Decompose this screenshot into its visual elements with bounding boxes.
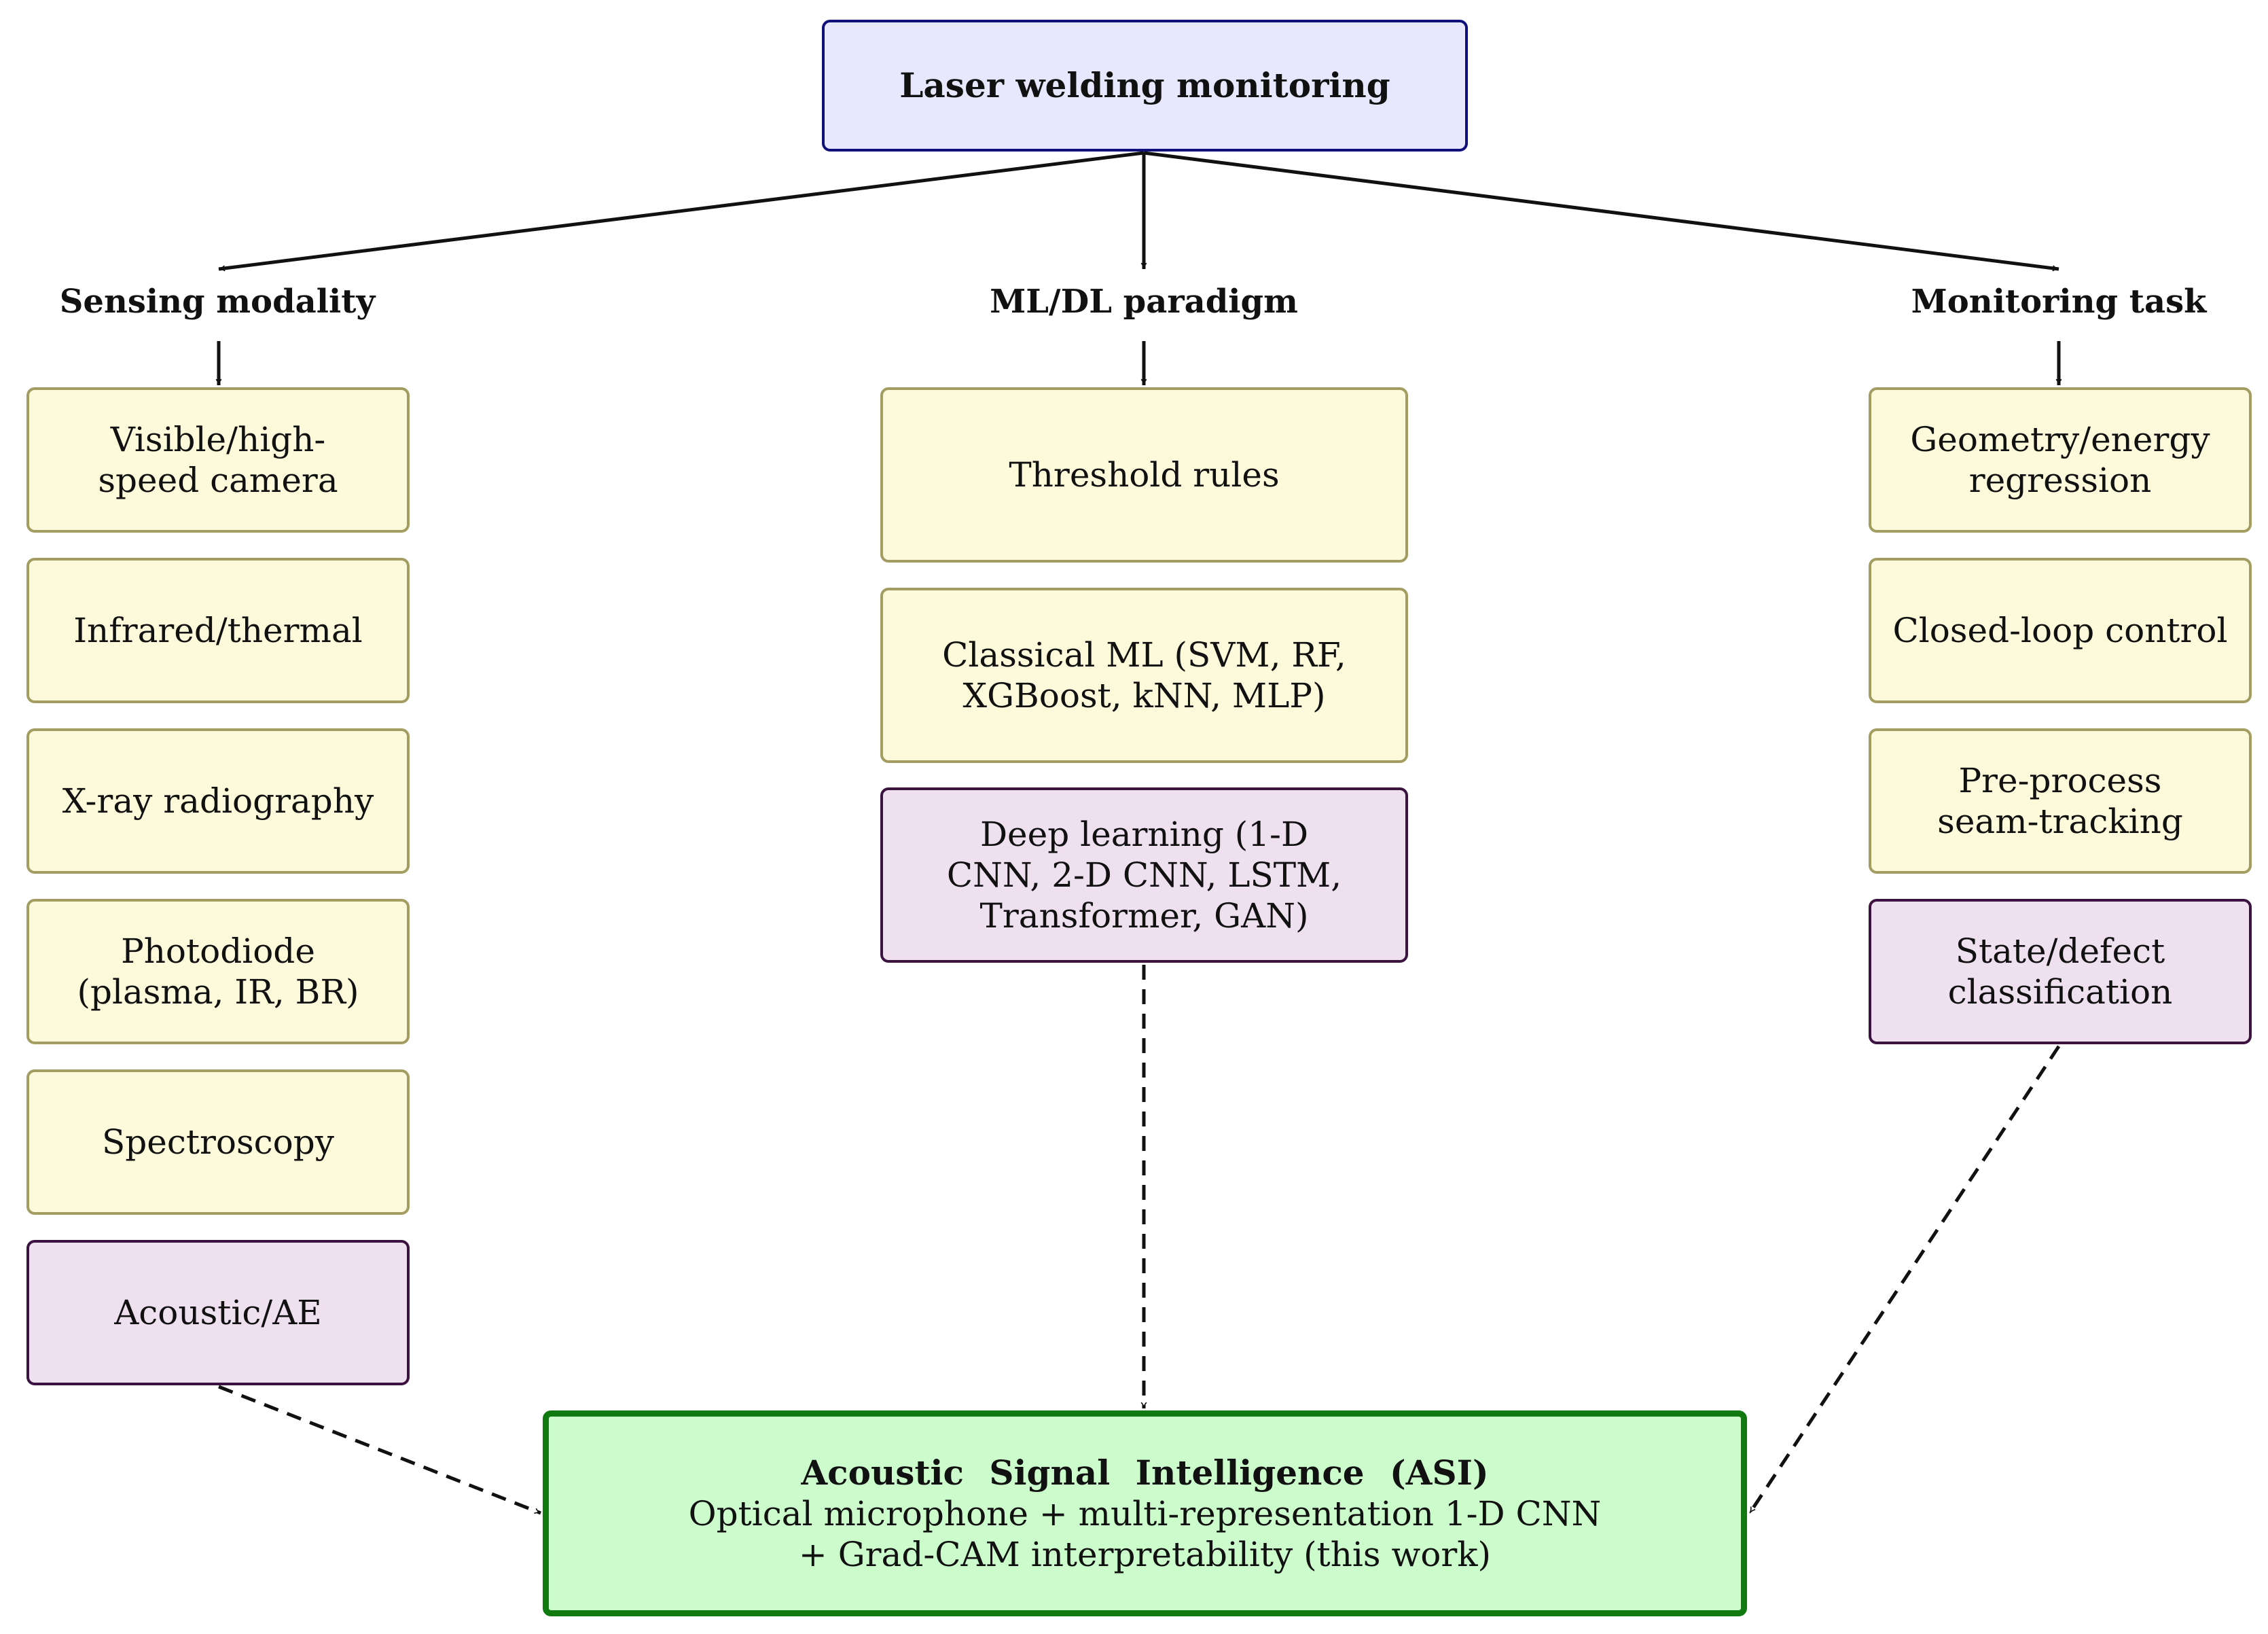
node-label: Spectroscopy — [102, 1122, 334, 1162]
node-label: Infrared/thermal — [73, 611, 363, 650]
paradigm-item-classical-ml: Classical ML (SVM, RF, XGBoost, kNN, MLP… — [880, 588, 1408, 763]
sensing-item-acoustic: Acoustic/AE — [26, 1240, 410, 1385]
paradigm-item-deep-learning: Deep learning (1-D CNN, 2-D CNN, LSTM, T… — [880, 787, 1408, 963]
node-label: Threshold rules — [1009, 455, 1280, 495]
edge-classification-to-asi — [1748, 1045, 2061, 1514]
asi-line-2: Optical microphone + multi-representatio… — [688, 1493, 1602, 1533]
edge-root-to-task — [1143, 151, 2059, 272]
edge-root-to-sensing — [218, 151, 1145, 272]
node-label: Geometry/energy regression — [1910, 420, 2210, 500]
root-label: Laser welding monitoring — [899, 65, 1390, 105]
task-item-regression: Geometry/energy regression — [1869, 387, 2252, 533]
asi-line-3: + Grad-CAM interpretability (this work) — [798, 1534, 1492, 1574]
task-item-classification: State/defect classification — [1869, 899, 2252, 1044]
sensing-item-photodiode: Photodiode (plasma, IR, BR) — [26, 899, 410, 1044]
column-header-sensing: Sensing modality — [59, 283, 376, 321]
edge-acoustic-to-asi — [218, 1385, 541, 1515]
node-label: Classical ML (SVM, RF, XGBoost, kNN, MLP… — [942, 635, 1346, 715]
node-label: X-ray radiography — [62, 781, 374, 821]
node-label: Acoustic/AE — [114, 1293, 322, 1332]
sensing-item-infrared: Infrared/thermal — [26, 558, 410, 703]
sensing-item-spectroscopy: Spectroscopy — [26, 1069, 410, 1215]
node-label: Photodiode (plasma, IR, BR) — [77, 931, 359, 1012]
sensing-item-xray: X-ray radiography — [26, 728, 410, 874]
node-label: State/defect classification — [1947, 931, 2173, 1012]
column-header-paradigm: ML/DL paradigm — [990, 283, 1298, 321]
node-label: Deep learning (1-D CNN, 2-D CNN, LSTM, T… — [946, 815, 1342, 936]
node-label: Closed-loop control — [1892, 611, 2228, 650]
asi-result-node: Acoustic Signal Intelligence (ASI) Optic… — [543, 1410, 1747, 1616]
task-item-seam-tracking: Pre-process seam-tracking — [1869, 728, 2252, 874]
node-label: Pre-process seam-tracking — [1937, 761, 2183, 841]
root-node: Laser welding monitoring — [822, 20, 1468, 152]
column-header-task: Monitoring task — [1911, 283, 2207, 321]
node-label: Visible/high- speed camera — [98, 420, 338, 500]
task-item-closed-loop: Closed-loop control — [1869, 558, 2252, 703]
asi-title: Acoustic Signal Intelligence (ASI) — [801, 1452, 1489, 1493]
sensing-item-camera: Visible/high- speed camera — [26, 387, 410, 533]
paradigm-item-threshold: Threshold rules — [880, 387, 1408, 563]
